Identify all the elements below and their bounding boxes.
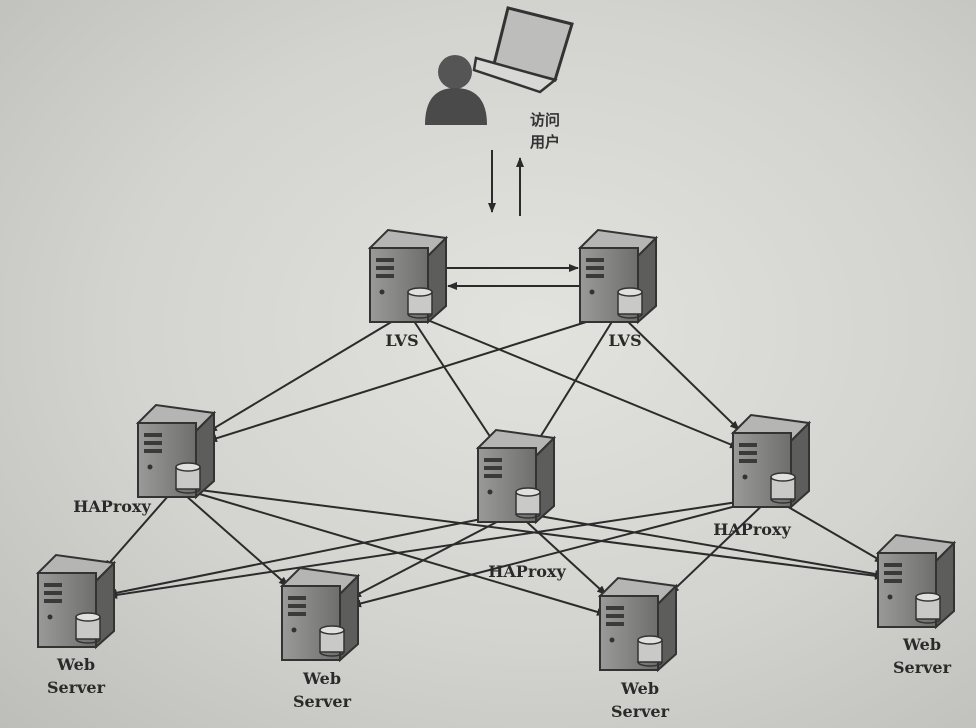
node-label-web1: Web xyxy=(56,655,95,674)
edge-lvs1-to-ha1 xyxy=(207,311,409,433)
node-label-lvs2: LVS xyxy=(608,331,641,350)
node-label-web2: Server xyxy=(293,692,352,711)
database-icon xyxy=(319,625,345,657)
user-label-line2: 用户 xyxy=(530,133,560,151)
node-label-web1: Server xyxy=(47,678,106,697)
edge-lvs2-to-ha2 xyxy=(535,311,619,445)
edge-ha1-to-web4 xyxy=(175,486,885,580)
database-icon xyxy=(175,462,201,494)
server-web3 xyxy=(597,576,679,673)
database-icon xyxy=(407,287,433,319)
user-icon xyxy=(425,6,574,125)
edge-ha3-to-web1 xyxy=(107,496,772,599)
edge-ha2-to-web3 xyxy=(515,511,607,596)
database-icon xyxy=(515,487,541,519)
database-icon xyxy=(637,635,663,667)
edge-ha1-to-web3 xyxy=(175,486,607,616)
laptop-icon xyxy=(472,6,574,94)
connections xyxy=(103,264,885,616)
node-label-web3: Web xyxy=(620,679,659,698)
server-lvs2 xyxy=(577,228,659,325)
edge-lvs1-to-ha2 xyxy=(407,311,496,445)
edge-ha2-to-web4 xyxy=(515,511,885,578)
edge-ha3-to-web2 xyxy=(351,496,772,608)
user-label-line1: 访问 xyxy=(530,111,560,129)
node-label-ha3: HAProxy xyxy=(713,520,791,539)
node-label-lvs1: LVS xyxy=(385,331,418,350)
node-label-ha2: HAProxy xyxy=(488,562,566,581)
edge-lvs2-to-ha1 xyxy=(207,311,619,443)
server-ha2 xyxy=(475,428,557,525)
server-ha1 xyxy=(135,403,217,500)
server-web4 xyxy=(875,533,957,630)
database-icon xyxy=(915,592,941,624)
edge-ha1-to-web2 xyxy=(175,486,289,587)
database-icon xyxy=(770,472,796,504)
server-web1 xyxy=(35,553,117,650)
server-ha3 xyxy=(730,413,812,510)
edge-lvs2-to-ha3 xyxy=(617,311,740,431)
node-label-web3: Server xyxy=(611,702,670,721)
edge-ha1-to-web1 xyxy=(103,486,177,570)
database-icon xyxy=(617,287,643,319)
node-label-web4: Web xyxy=(902,635,941,654)
edge-ha3-to-web3 xyxy=(669,496,772,595)
node-label-web4: Server xyxy=(893,658,952,677)
edge-lvs1-to-ha3 xyxy=(407,311,740,449)
node-label-ha1: HAProxy xyxy=(73,497,151,516)
node-label-web2: Web xyxy=(302,669,341,688)
database-icon xyxy=(75,612,101,644)
edge-ha2-to-web2 xyxy=(351,511,517,599)
server-lvs1 xyxy=(367,228,449,325)
server-web2 xyxy=(279,566,361,663)
edge-ha2-to-web1 xyxy=(107,511,517,597)
